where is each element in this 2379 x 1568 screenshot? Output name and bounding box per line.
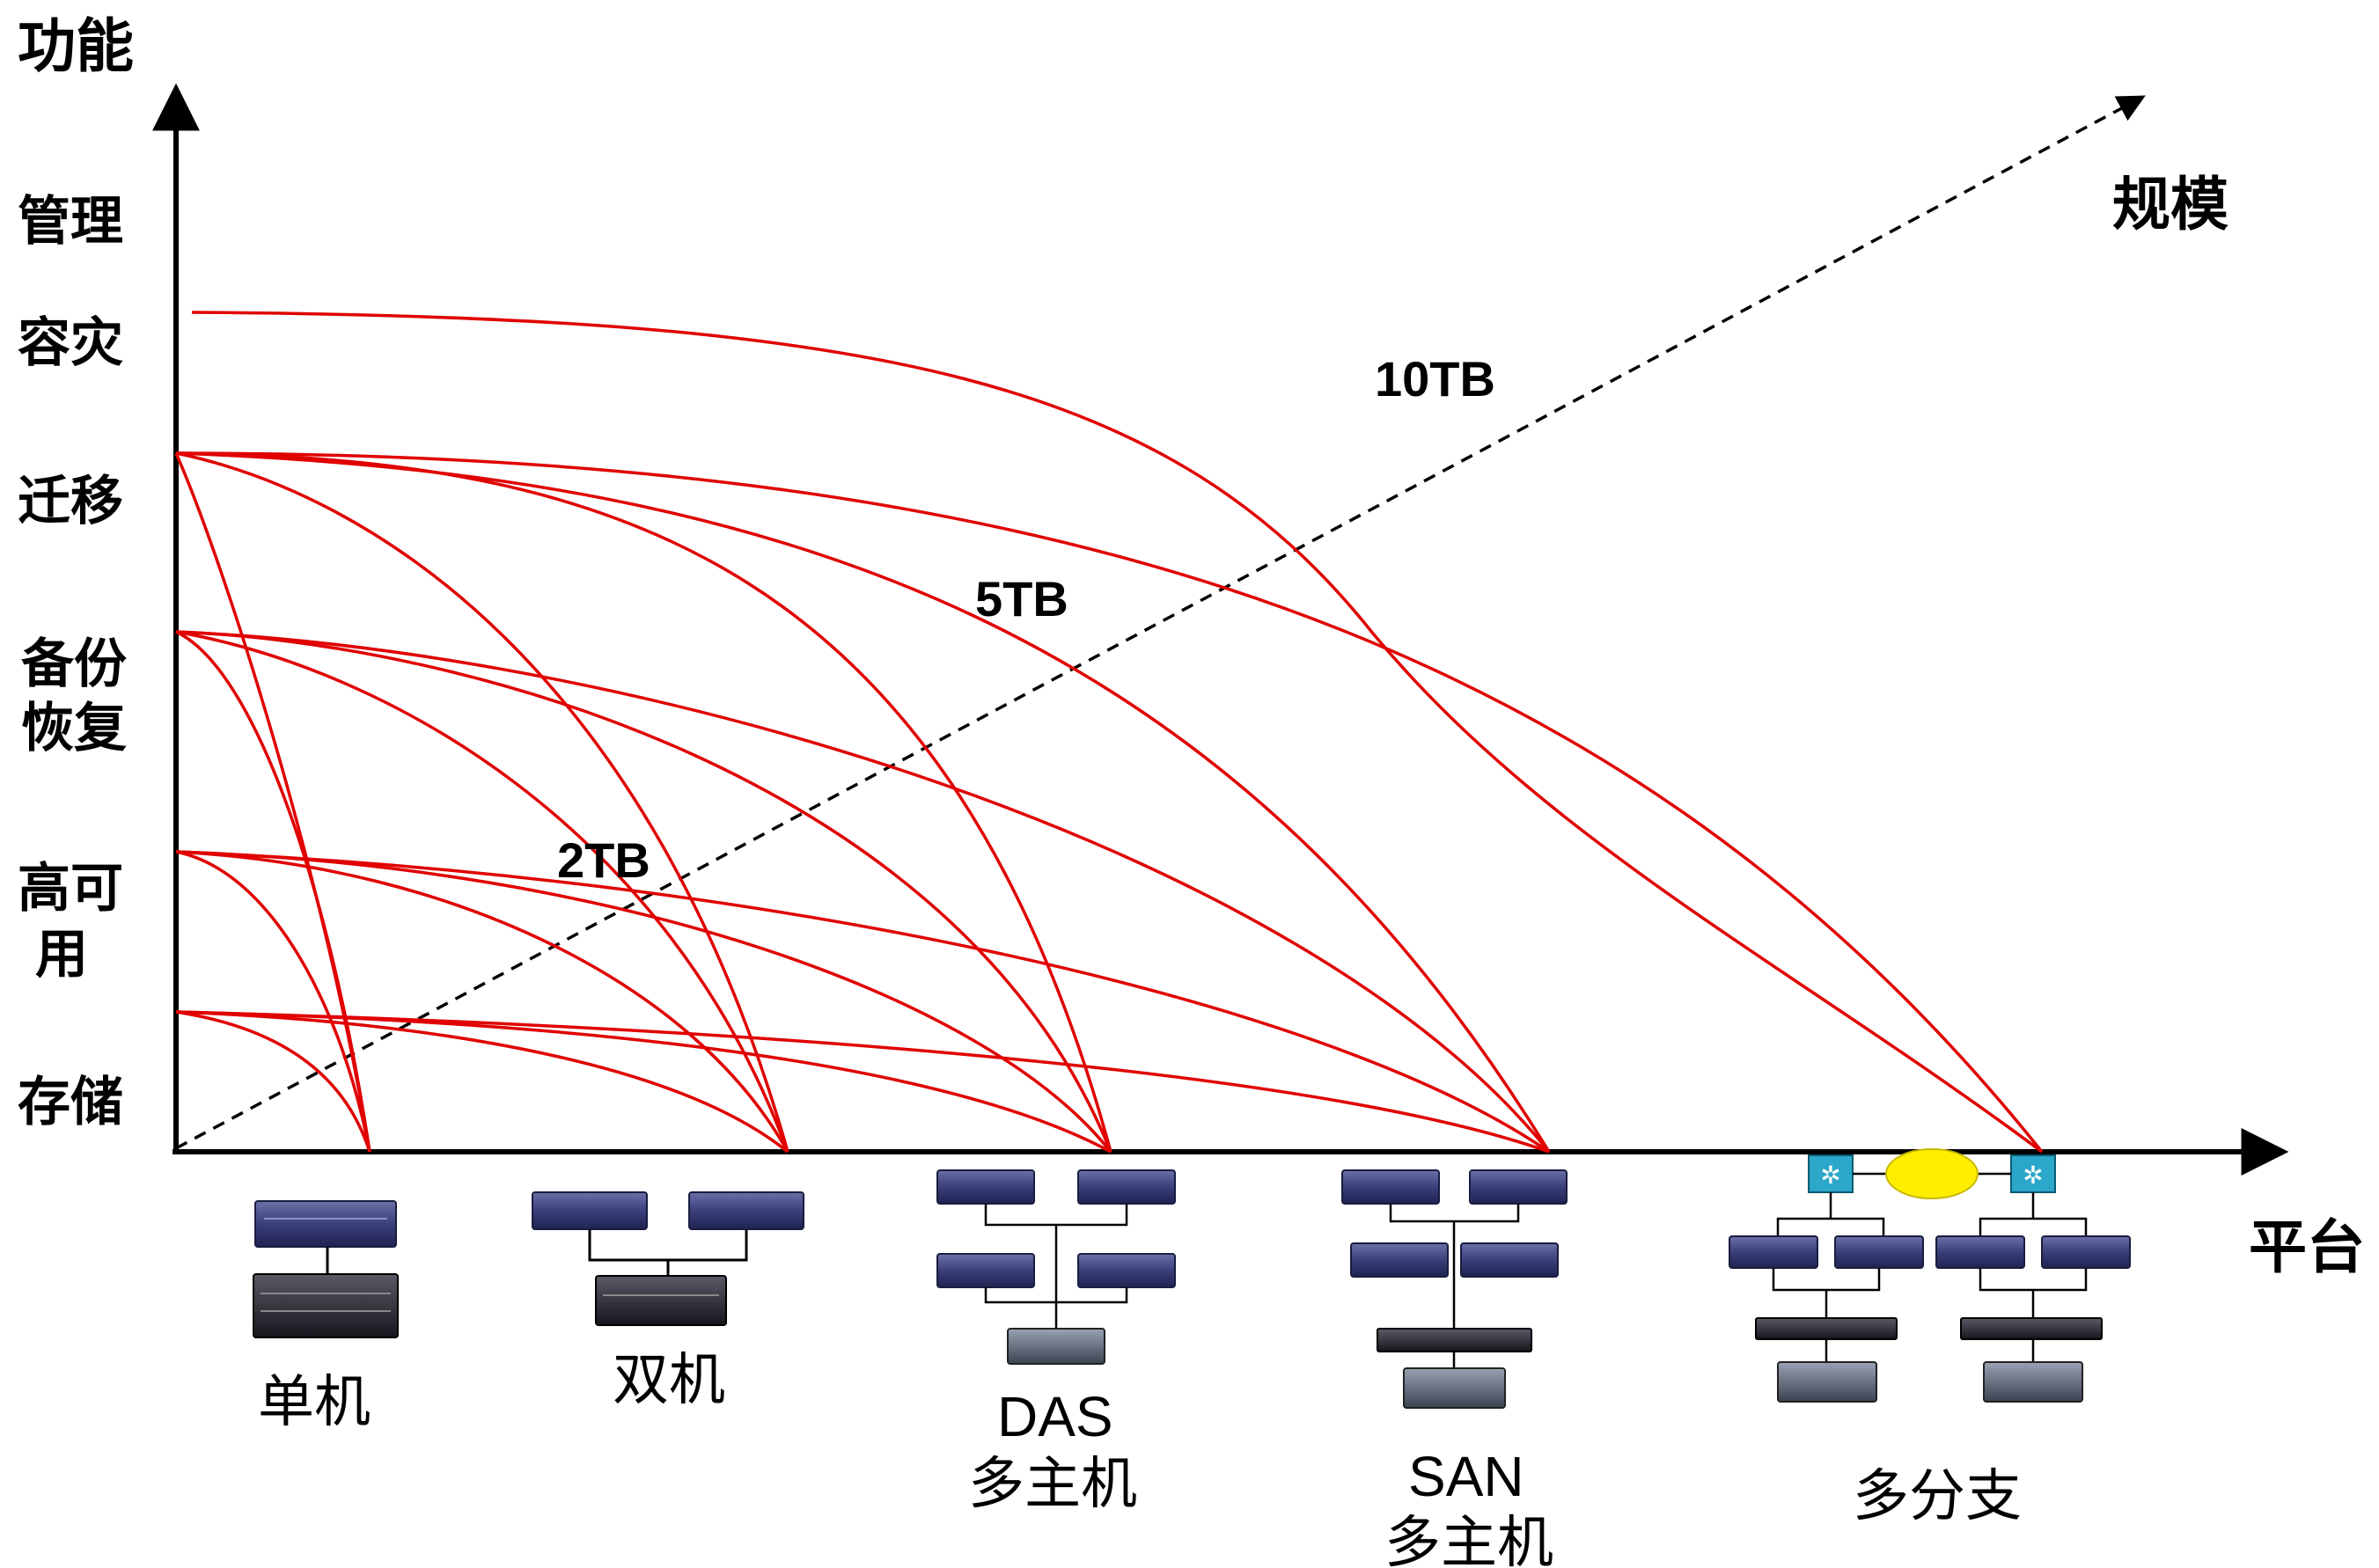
platform-label-single: 单机 <box>258 1370 371 1433</box>
func-label-management: 管理 <box>18 191 123 253</box>
server-icon <box>1077 1253 1176 1288</box>
curve-migration-branch <box>175 451 2044 1154</box>
cloud-icon <box>1885 1148 1979 1199</box>
curve-storage-dual <box>175 1010 789 1154</box>
server-icon <box>2041 1235 2131 1269</box>
svg-text:✲: ✲ <box>2023 1161 2043 1190</box>
storage-array-icon <box>1777 1361 1877 1403</box>
platform-label-san-1: SAN <box>1408 1445 1524 1508</box>
platform-branch: ✲ ✲ 多分支 <box>1729 1148 2131 1528</box>
curve-ha-single <box>175 850 371 1153</box>
curve-backup-dual <box>175 630 789 1153</box>
platform-san: SAN 多主机 <box>1341 1169 1568 1568</box>
func-label-storage: 存储 <box>18 1072 123 1133</box>
platform-dual: 双机 <box>532 1191 804 1411</box>
capability-curves <box>174 311 2044 1154</box>
storage-array-icon <box>1983 1361 2083 1403</box>
server-icon <box>254 1200 397 1248</box>
scale-marker-10tb: 10TB <box>1375 351 1495 407</box>
server-icon <box>1469 1169 1568 1205</box>
san-switch-icon <box>1960 1317 2103 1340</box>
server-icon <box>1834 1235 1924 1269</box>
server-icon <box>1077 1169 1176 1205</box>
storage-array-icon <box>595 1275 727 1326</box>
server-icon <box>1935 1235 2025 1269</box>
curve-storage-das <box>175 1010 1112 1154</box>
x-axis-title: 平台 <box>2249 1213 2365 1281</box>
curve-ha-dual <box>175 850 789 1153</box>
svg-text:✲: ✲ <box>1820 1161 1840 1190</box>
server-icon <box>532 1191 648 1230</box>
platform-label-dual: 双机 <box>613 1348 725 1411</box>
func-label-disaster: 容灾 <box>18 312 123 374</box>
san-switch-icon <box>1755 1317 1898 1340</box>
storage-array-icon <box>1007 1328 1105 1365</box>
platform-label-san-2: 多主机 <box>1384 1511 1553 1568</box>
curve-ha-san <box>175 850 1550 1154</box>
func-label-ha-2: 用 <box>35 924 88 985</box>
curve-ha-das <box>175 850 1112 1154</box>
curve-migration-single <box>174 452 371 1153</box>
scale-marker-5tb: 5TB <box>975 571 1068 626</box>
scale-diagonal <box>175 95 2146 1150</box>
func-label-ha-1: 高可 <box>18 858 123 920</box>
curve-migration-san <box>175 451 1551 1153</box>
platform-das: DAS 多主机 <box>936 1169 1176 1515</box>
storage-array-icon <box>253 1273 399 1338</box>
curve-backup-single <box>175 630 371 1153</box>
curve-backup-das <box>175 630 1112 1153</box>
platform-label-das-1: DAS <box>997 1385 1113 1448</box>
y-axis-title: 功能 <box>18 12 134 80</box>
curve-storage-san <box>175 1010 1550 1154</box>
san-switch-icon <box>1377 1328 1532 1352</box>
server-icon <box>1729 1235 1818 1269</box>
curve-backup-san <box>175 630 1551 1154</box>
storage-array-icon <box>1403 1367 1506 1409</box>
platform-label-branch: 多分支 <box>1853 1464 2022 1528</box>
scale-marker-2tb: 2TB <box>557 832 650 888</box>
server-icon <box>1341 1169 1440 1205</box>
scale-axis-title: 规模 <box>2112 171 2228 238</box>
server-icon <box>1460 1242 1559 1278</box>
server-icon <box>688 1191 804 1230</box>
server-icon <box>1350 1242 1449 1278</box>
server-icon <box>936 1253 1035 1288</box>
curve-migration-dual <box>175 451 789 1153</box>
curve-migration-das <box>175 451 1112 1153</box>
platform-single: 单机 <box>253 1200 399 1433</box>
server-icon <box>936 1169 1035 1205</box>
curve-storage-single <box>175 1010 371 1153</box>
platform-label-das-2: 多主机 <box>968 1452 1137 1515</box>
func-label-backup-2: 恢复 <box>21 698 127 759</box>
curve-disaster-branch <box>191 311 2044 1154</box>
func-label-migration: 迁移 <box>18 471 123 532</box>
func-label-backup-1: 备份 <box>21 634 127 695</box>
